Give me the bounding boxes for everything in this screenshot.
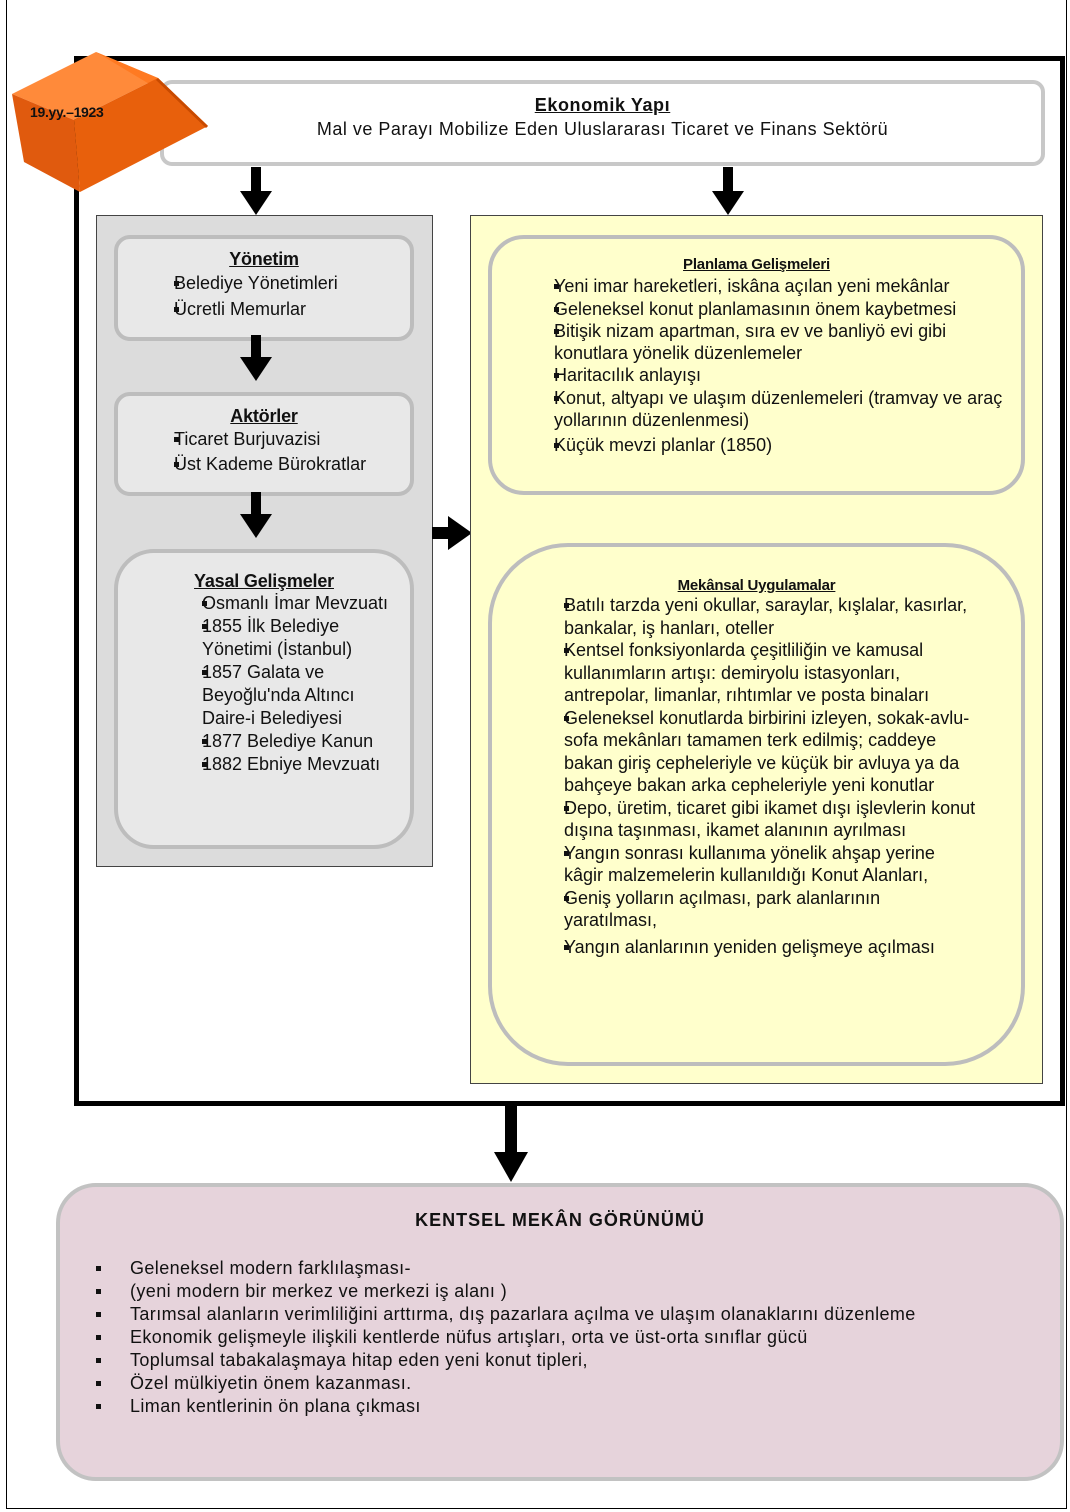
list-item: 1877 Belediye Kanun bbox=[164, 730, 394, 753]
list-item: Yangın sonrası kullanıma yönelik ahşap y… bbox=[526, 842, 976, 887]
list-item: Geleneksel konutlarda birbirini izleyen,… bbox=[526, 707, 976, 797]
list-item: Liman kentlerinin ön plana çıkması bbox=[96, 1395, 976, 1418]
economic-structure-subtitle: Mal ve Parayı Mobilize Eden Uluslararası… bbox=[316, 119, 889, 139]
aktorler-title: Aktörler bbox=[230, 406, 298, 426]
list-item: Ücretli Memurlar bbox=[136, 298, 410, 321]
arrow-down-icon bbox=[712, 167, 744, 215]
list-item: Yeni imar hareketleri, iskâna açılan yen… bbox=[516, 275, 1006, 298]
kentsel-mekan-title: KENTSEL MEKÂN GÖRÜNÜMÜ bbox=[415, 1210, 705, 1230]
list-item: Bitişik nizam apartman, sıra ev ve banli… bbox=[516, 320, 1006, 364]
period-frame bbox=[74, 56, 1065, 1106]
page-frame bbox=[6, 0, 1067, 1509]
list-item: 1857 Galata ve Beyoğlu'nda Altıncı Daire… bbox=[164, 661, 394, 730]
list-item: Osmanlı İmar Mevzuatı bbox=[164, 592, 394, 615]
list-item: Haritacılık anlayışı bbox=[516, 364, 1006, 387]
economic-structure-title: Ekonomik Yapı bbox=[534, 95, 671, 115]
list-item: (yeni modern bir merkez ve merkezi iş al… bbox=[96, 1280, 976, 1303]
planlama-box: Planlama Gelişmeleri Yeni imar hareketle… bbox=[488, 235, 1025, 495]
list-item: Konut, altyapı ve ulaşım düzenlemeleri (… bbox=[516, 387, 1006, 431]
period-label: 19.yy.–1923 bbox=[30, 104, 104, 120]
list-item: Yangın alanlarının yeniden gelişmeye açı… bbox=[526, 936, 976, 959]
arrow-right-icon bbox=[432, 516, 472, 550]
aktorler-list: Ticaret Burjuvazisi Üst Kademe Bürokratl… bbox=[136, 428, 410, 476]
yasal-list: Osmanlı İmar Mevzuatı 1855 İlk Belediye … bbox=[164, 592, 394, 776]
yonetim-box: Yönetim Belediye Yönetimleri Ücretli Mem… bbox=[114, 235, 414, 341]
list-item: Tarımsal alanların verimliliğini arttırm… bbox=[96, 1303, 976, 1326]
arrow-down-icon bbox=[240, 335, 272, 381]
list-item: Geniş yolların açılması, park alanlarını… bbox=[526, 887, 976, 932]
period-cube-icon bbox=[12, 52, 208, 192]
arrow-down-icon bbox=[240, 167, 272, 215]
yasal-title: Yasal Gelişmeler bbox=[194, 571, 334, 591]
list-item: Ekonomik gelişmeyle ilişkili kentlerde n… bbox=[96, 1326, 976, 1349]
list-item: Belediye Yönetimleri bbox=[136, 272, 410, 295]
planlama-title: Planlama Gelişmeleri bbox=[683, 256, 830, 273]
list-item: Geleneksel konut planlamasının önem kayb… bbox=[516, 298, 1006, 321]
economic-structure-box: Ekonomik Yapı Mal ve Parayı Mobilize Ede… bbox=[160, 80, 1045, 166]
list-item: 1855 İlk Belediye Yönetimi (İstanbul) bbox=[164, 615, 394, 661]
list-item: Kentsel fonksiyonlarda çeşitliliğin ve k… bbox=[526, 639, 976, 707]
yonetim-list: Belediye Yönetimleri Ücretli Memurlar bbox=[136, 272, 410, 321]
yasal-box: Yasal Gelişmeler Osmanlı İmar Mevzuatı 1… bbox=[114, 549, 414, 849]
list-item: Üst Kademe Bürokratlar bbox=[136, 453, 410, 476]
mekansal-box: Mekânsal Uygulamalar Batılı tarzda yeni … bbox=[488, 543, 1025, 1066]
mekansal-title: Mekânsal Uygulamalar bbox=[677, 577, 836, 594]
list-item: Ticaret Burjuvazisi bbox=[136, 428, 410, 451]
list-item: Batılı tarzda yeni okullar, saraylar, kı… bbox=[526, 594, 976, 639]
kentsel-mekan-box: KENTSEL MEKÂN GÖRÜNÜMÜ Geleneksel modern… bbox=[56, 1183, 1064, 1481]
aktorler-box: Aktörler Ticaret Burjuvazisi Üst Kademe … bbox=[114, 392, 414, 496]
planlama-list: Yeni imar hareketleri, iskâna açılan yen… bbox=[516, 275, 1006, 457]
yonetim-title: Yönetim bbox=[229, 249, 299, 269]
list-item: 1882 Ebniye Mevzuatı bbox=[164, 753, 394, 776]
list-item: Toplumsal tabakalaşmaya hitap eden yeni … bbox=[96, 1349, 976, 1372]
arrow-down-icon bbox=[494, 1104, 528, 1182]
list-item: Geleneksel modern farklılaşması- bbox=[96, 1257, 976, 1280]
list-item: Depo, üretim, ticaret gibi ikamet dışı i… bbox=[526, 797, 976, 842]
list-item: Küçük mevzi planlar (1850) bbox=[516, 434, 1006, 457]
arrow-down-icon bbox=[240, 492, 272, 538]
kentsel-mekan-list: Geleneksel modern farklılaşması- (yeni m… bbox=[96, 1257, 976, 1418]
list-item: Özel mülkiyetin önem kazanması. bbox=[96, 1372, 976, 1395]
mekansal-list: Batılı tarzda yeni okullar, saraylar, kı… bbox=[526, 594, 976, 958]
